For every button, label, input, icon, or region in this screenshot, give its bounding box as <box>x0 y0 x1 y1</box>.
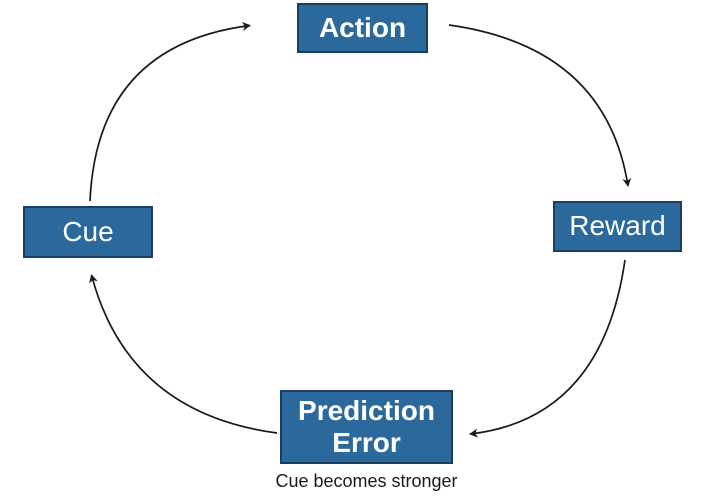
arrow-action-to-reward <box>448 24 632 187</box>
node-action-label: Action <box>318 11 407 43</box>
node-prediction-error: Prediction Error <box>280 390 453 464</box>
node-cue-label: Cue <box>62 215 114 247</box>
arrow-cue-to-action <box>89 22 251 202</box>
node-reward-label: Reward <box>569 210 666 242</box>
node-prediction-error-label-line2: Error <box>332 427 401 458</box>
arrow-prediction-error-to-cue <box>89 274 278 434</box>
node-action: Action <box>297 3 428 53</box>
diagram-caption: Cue becomes stronger <box>275 471 458 491</box>
arrow-reward-to-prediction-error <box>469 259 626 438</box>
node-reward: Reward <box>553 201 682 252</box>
node-cue: Cue <box>23 206 153 258</box>
node-prediction-error-label-line1: Prediction <box>298 394 435 426</box>
